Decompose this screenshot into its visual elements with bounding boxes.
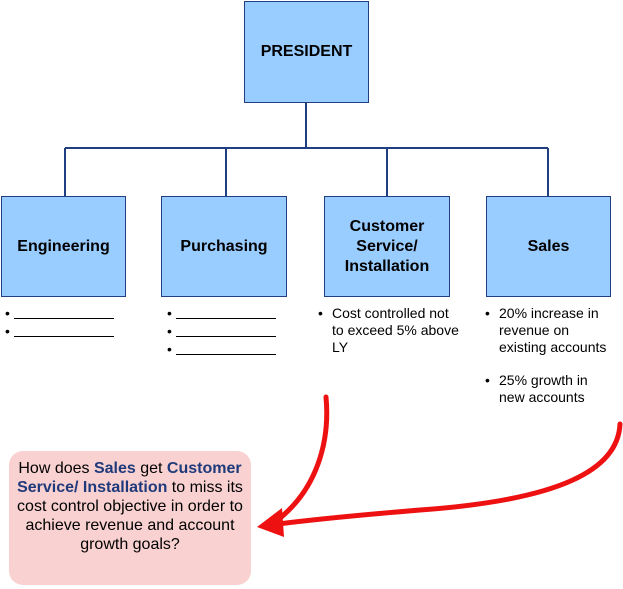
list-item: • — [167, 305, 276, 323]
purchasing-box: Purchasing — [161, 196, 287, 297]
question-callout: How does Sales get Customer Service/ Ins… — [9, 451, 251, 585]
goal-text: Cost controlled not to exceed 5% above L… — [332, 305, 459, 355]
engineering-box: Engineering — [1, 196, 126, 297]
sales-label: Sales — [527, 237, 570, 255]
customer-service-label: Customer Service/ Installation — [345, 217, 429, 277]
goal-text: 20% increase in revenue on existing acco… — [499, 305, 607, 355]
bullet-icon: • — [485, 305, 490, 321]
list-item: • — [5, 305, 114, 323]
list-item: • 20% increase in revenue on existing acc… — [485, 305, 617, 356]
blank-line — [14, 318, 114, 319]
callout-highlight-customer-service: Customer Service/ Installation — [17, 460, 242, 496]
callout-text: get — [135, 460, 167, 477]
blank-line — [176, 318, 276, 319]
customer-service-box: Customer Service/ Installation — [324, 196, 450, 297]
bullet-icon: • — [167, 305, 172, 321]
bullet-icon: • — [5, 305, 10, 321]
bullet-icon: • — [5, 323, 10, 339]
sales-box: Sales — [486, 196, 611, 297]
blank-line — [176, 336, 276, 337]
callout-text: How does — [18, 460, 94, 477]
blank-line — [14, 336, 114, 337]
bullet-icon: • — [485, 372, 490, 388]
list-item: • 25% growth in new accounts — [485, 372, 617, 406]
president-label: PRESIDENT — [260, 43, 353, 60]
bullet-icon: • — [167, 341, 172, 357]
arrowhead — [257, 508, 284, 537]
customer-service-goals-list: • Cost controlled not to exceed 5% above … — [318, 305, 460, 356]
callout-highlight-sales: Sales — [93, 460, 136, 477]
customer-service-label-line: Service/ — [356, 237, 418, 255]
arrow-from-sales — [275, 421, 623, 527]
purchasing-label: Purchasing — [180, 237, 268, 255]
engineering-label: Engineering — [17, 237, 110, 255]
bullet-icon: • — [318, 305, 323, 321]
customer-service-label-line: Customer — [349, 217, 425, 235]
callout-text: to miss its cost control objective in or… — [17, 479, 243, 553]
goal-text: 25% growth in new accounts — [499, 372, 588, 405]
customer-service-label-line: Installation — [344, 257, 430, 275]
arrow-from-customer-service — [272, 394, 330, 525]
president-box: PRESIDENT — [244, 1, 369, 103]
blank-line — [176, 354, 276, 355]
list-item: • — [5, 323, 114, 341]
engineering-goals-list: • • — [5, 305, 114, 341]
sales-goals-list: • 20% increase in revenue on existing acc… — [485, 305, 617, 406]
list-item: • — [167, 323, 276, 341]
list-item: • — [167, 341, 276, 359]
list-item: • Cost controlled not to exceed 5% above … — [318, 305, 460, 356]
purchasing-goals-list: • • • — [167, 305, 276, 359]
bullet-icon: • — [167, 323, 172, 339]
